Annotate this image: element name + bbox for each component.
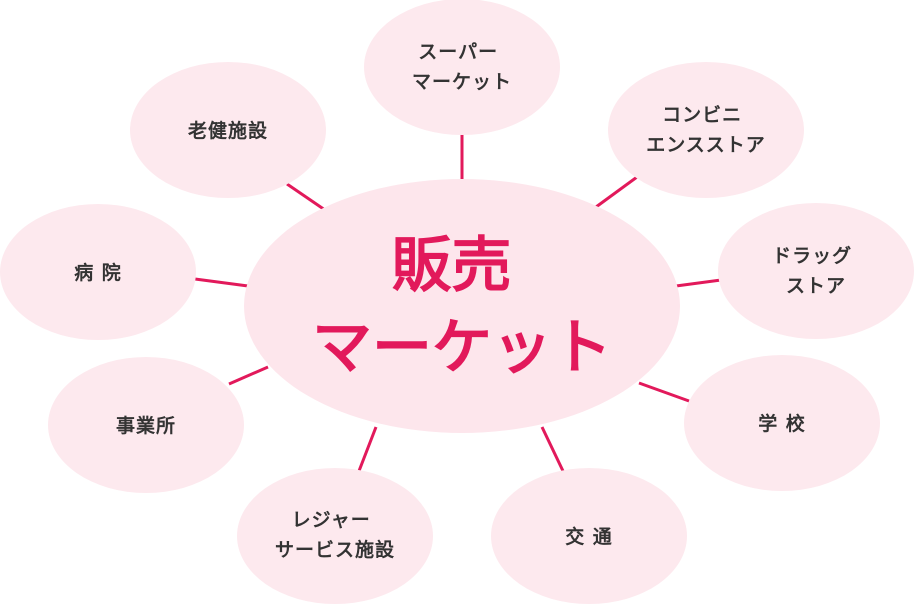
connector-drugstore [675,278,722,288]
node-leisure-facilities: レジャー サービス施設 [237,468,433,604]
node-supermarket-line-2: マーケット [412,71,512,93]
node-hospital-line-1: 病 院 [74,261,122,284]
center-title-line-1: 販売 [392,231,512,301]
center-bubble [244,179,680,433]
node-elderly-care-label: 老健施設 [188,119,268,142]
node-leisure-facilities-line-2: サービス施設 [275,538,395,561]
node-drugstore-line-1: ドラッグ [772,244,852,267]
node-elderly-care-bubble [130,62,326,198]
connector-lines [194,133,722,472]
node-drugstore-bubble [718,203,914,339]
node-leisure-facilities-label: レジャー サービス施設 [275,509,395,561]
node-school-label: 学 校 [758,412,806,435]
node-convenience-store-bubble [608,62,804,198]
node-supermarket-line-1: スーパー [418,41,498,63]
connector-elderly-care [286,182,326,212]
node-supermarket: スーパー マーケット [364,0,560,135]
node-school-line-1: 学 校 [758,412,806,435]
node-convenience-store-line-1: コンビニ [662,104,742,126]
connector-transportation [540,426,565,472]
node-transportation-line-1: 交 通 [565,525,613,548]
connector-leisure-facilities [357,426,378,472]
node-drugstore: ドラッグ ストア [718,203,914,339]
node-convenience-store-line-2: エンスストア [646,134,766,156]
center-title: 販売 マーケット [312,231,612,383]
node-elderly-care: 老健施設 [130,62,326,198]
node-office-line-1: 事業所 [116,414,176,437]
node-leisure-facilities-bubble [237,468,433,604]
center-title-line-2: マーケット [312,313,612,383]
node-hospital: 病 院 [0,204,196,340]
node-supermarket-label: スーパー マーケット [412,41,512,93]
node-office-bubble [48,357,244,493]
node-school-bubble [684,355,880,491]
node-hospital-bubble [0,204,196,340]
node-elderly-care-line-1: 老健施設 [188,119,268,142]
node-transportation-bubble [491,468,687,604]
connector-school [638,381,690,403]
node-school: 学 校 [684,355,880,491]
node-drugstore-line-2: ストア [786,275,846,297]
node-drugstore-label: ドラッグ ストア [772,244,860,297]
connector-office [228,365,269,386]
node-hospital-label: 病 院 [74,261,122,284]
node-convenience-store-label: コンビニ エンスストア [646,104,766,156]
node-convenience-store: コンビニ エンスストア [608,62,804,198]
node-transportation-label: 交 通 [565,525,613,548]
node-transportation: 交 通 [491,468,687,604]
connector-convenience-store [595,175,638,209]
node-office-label: 事業所 [116,414,176,437]
node-supermarket-bubble [364,0,560,135]
node-office: 事業所 [48,357,244,493]
node-leisure-facilities-line-1: レジャー [292,509,371,531]
center-node: 販売 マーケット [244,179,680,433]
connector-hospital [194,277,249,288]
